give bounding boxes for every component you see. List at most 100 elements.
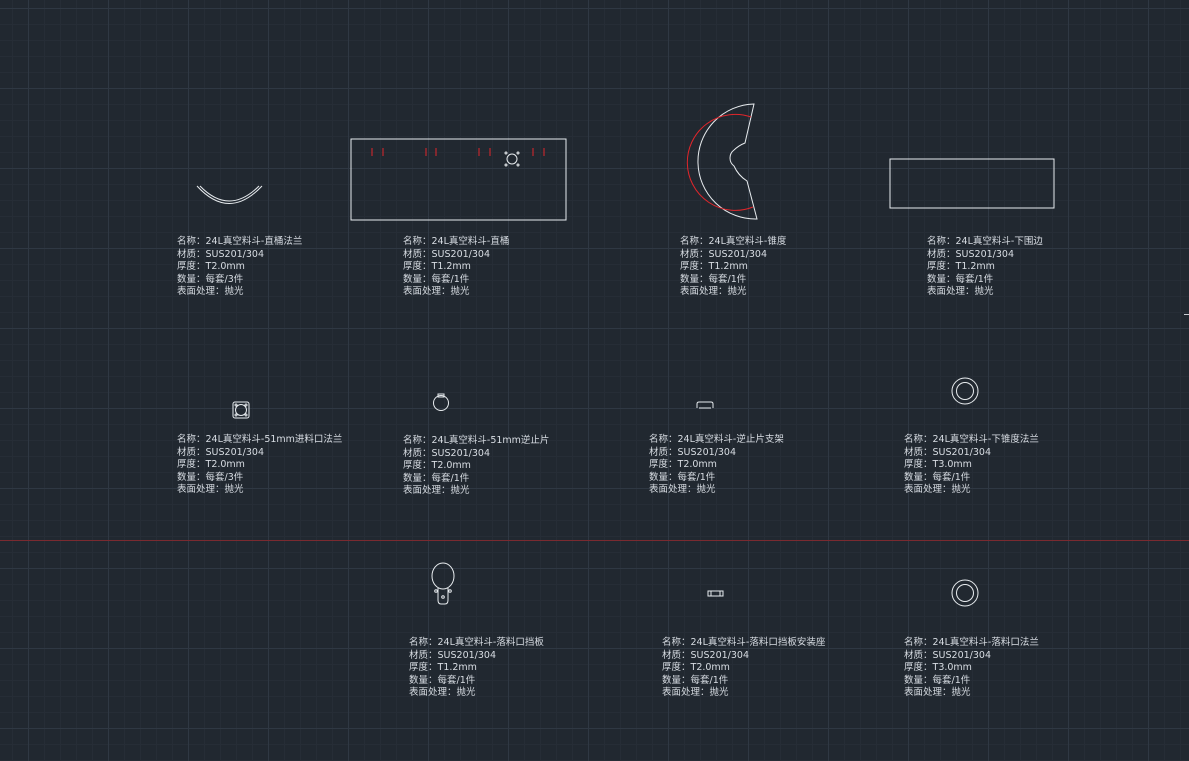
field-label: 材质： xyxy=(904,649,933,661)
field-value: 抛光 xyxy=(951,484,971,495)
field-value: 24L真空料斗-下围边 xyxy=(955,236,1043,247)
part-label-row: 名称：24L真空料斗-51mm进料口法兰 xyxy=(177,434,342,447)
field-label: 数量： xyxy=(403,472,432,484)
field-label: 数量： xyxy=(680,273,709,285)
field-value: 抛光 xyxy=(696,484,716,495)
field-label: 表面处理： xyxy=(177,286,225,297)
part-label[interactable]: 名称：24L真空料斗-落料口挡板安装座 材质：SUS201/304 厚度：T2.… xyxy=(662,637,825,700)
red-axis-line xyxy=(0,540,1189,541)
part-label-row: 厚度：T2.0mm xyxy=(177,261,302,274)
field-label: 名称： xyxy=(177,434,206,445)
field-label: 名称： xyxy=(649,434,678,445)
part-label[interactable]: 名称：24L真空料斗-直桶法兰 材质：SUS201/304 厚度：T2.0mm … xyxy=(177,236,302,299)
part-8-cone-flange-shape[interactable] xyxy=(951,377,979,405)
part-label-row: 表面处理：抛光 xyxy=(927,286,1043,299)
part-label-row: 数量：每套/1件 xyxy=(403,274,509,287)
field-label: 名称： xyxy=(904,434,933,445)
field-label: 材质： xyxy=(904,446,933,458)
field-value: 每套/1件 xyxy=(437,674,476,686)
field-label: 数量： xyxy=(649,471,678,483)
field-value: T2.0mm xyxy=(205,261,245,272)
field-value: 每套/1件 xyxy=(932,674,971,686)
field-value: T2.0mm xyxy=(431,460,471,471)
field-label: 表面处理： xyxy=(649,484,697,495)
part-5-inlet-flange-shape[interactable] xyxy=(232,401,250,419)
part-label-row: 材质：SUS201/304 xyxy=(904,650,1039,663)
part-1-flange-arc-shape[interactable] xyxy=(196,185,263,204)
field-label: 厚度： xyxy=(649,459,678,470)
part-label-row: 表面处理：抛光 xyxy=(662,687,825,700)
part-label-row: 材质：SUS201/304 xyxy=(403,249,509,262)
part-label-row: 名称：24L真空料斗-直桶法兰 xyxy=(177,236,302,249)
field-label: 厚度： xyxy=(927,261,956,272)
part-label-row: 名称：24L真空料斗-落料口法兰 xyxy=(904,637,1039,650)
part-label-row: 材质：SUS201/304 xyxy=(927,249,1043,262)
part-label-row: 名称：24L真空料斗-锥度 xyxy=(680,236,786,249)
part-label-row: 名称：24L真空料斗-51mm逆止片 xyxy=(403,435,549,448)
part-label-row: 表面处理：抛光 xyxy=(403,485,549,498)
field-value: T2.0mm xyxy=(205,459,245,470)
field-label: 厚度： xyxy=(409,662,438,673)
field-label: 名称： xyxy=(680,236,709,247)
part-label[interactable]: 名称：24L真空料斗-落料口挡板 材质：SUS201/304 厚度：T1.2mm… xyxy=(409,637,544,700)
field-label: 数量： xyxy=(409,674,438,686)
field-label: 材质： xyxy=(680,248,709,260)
part-11-discharge-flange-shape[interactable] xyxy=(951,579,979,607)
field-label: 厚度： xyxy=(904,662,933,673)
field-label: 材质： xyxy=(403,248,432,260)
field-value: 每套/3件 xyxy=(205,471,244,483)
field-value: 抛光 xyxy=(709,687,729,698)
part-label-row: 材质：SUS201/304 xyxy=(662,650,825,663)
field-value: 24L真空料斗-51mm进料口法兰 xyxy=(205,434,343,445)
field-value: T1.2mm xyxy=(431,261,471,272)
field-value: SUS201/304 xyxy=(932,649,991,661)
field-value: 抛光 xyxy=(450,286,470,297)
part-label-row: 名称：24L真空料斗-落料口挡板安装座 xyxy=(662,637,825,650)
field-label: 数量： xyxy=(904,674,933,686)
field-label: 名称： xyxy=(403,435,432,446)
field-label: 数量： xyxy=(177,273,206,285)
field-label: 厚度： xyxy=(177,261,206,272)
part-label-row: 数量：每套/1件 xyxy=(649,472,784,485)
part-9-baffle-shape[interactable] xyxy=(431,562,455,605)
field-label: 厚度： xyxy=(177,459,206,470)
field-value: T1.2mm xyxy=(955,261,995,272)
part-label[interactable]: 名称：24L真空料斗-直桶 材质：SUS201/304 厚度：T1.2mm 数量… xyxy=(403,236,509,299)
field-value: T1.2mm xyxy=(708,261,748,272)
part-6-check-plate-shape[interactable] xyxy=(433,393,449,411)
field-value: 抛光 xyxy=(450,485,470,496)
field-label: 表面处理： xyxy=(662,687,710,698)
part-4-rim-shape[interactable] xyxy=(889,158,1055,209)
part-label[interactable]: 名称：24L真空料斗-51mm进料口法兰 材质：SUS201/304 厚度：T2… xyxy=(177,434,342,497)
part-label[interactable]: 名称：24L真空料斗-51mm逆止片 材质：SUS201/304 厚度：T2.0… xyxy=(403,435,549,498)
field-label: 材质： xyxy=(177,248,206,260)
field-label: 材质： xyxy=(177,446,206,458)
part-label-row: 数量：每套/1件 xyxy=(904,472,1039,485)
part-label[interactable]: 名称：24L真空料斗-逆止片支架 材质：SUS201/304 厚度：T2.0mm… xyxy=(649,434,784,497)
field-label: 名称： xyxy=(409,637,438,648)
part-10-baffle-mount-shape[interactable] xyxy=(707,590,724,597)
part-label-row: 厚度：T1.2mm xyxy=(403,261,509,274)
field-value: T3.0mm xyxy=(932,459,972,470)
field-value: T1.2mm xyxy=(437,662,477,673)
field-label: 材质： xyxy=(927,248,956,260)
part-7-bracket-shape[interactable] xyxy=(696,401,714,409)
part-2-barrel-shape[interactable] xyxy=(350,138,567,221)
field-label: 材质： xyxy=(409,649,438,661)
part-3-cone-shape[interactable] xyxy=(686,103,758,220)
part-label[interactable]: 名称：24L真空料斗-落料口法兰 材质：SUS201/304 厚度：T3.0mm… xyxy=(904,637,1039,700)
field-label: 表面处理： xyxy=(409,687,457,698)
part-label[interactable]: 名称：24L真空料斗-下锥度法兰 材质：SUS201/304 厚度：T3.0mm… xyxy=(904,434,1039,497)
crosshair-mark xyxy=(1184,314,1189,315)
part-label-row: 厚度：T1.2mm xyxy=(927,261,1043,274)
part-label-row: 数量：每套/1件 xyxy=(403,473,549,486)
field-value: 每套/1件 xyxy=(677,471,716,483)
part-label-row: 数量：每套/1件 xyxy=(680,274,786,287)
field-label: 表面处理： xyxy=(680,286,728,297)
part-label-row: 名称：24L真空料斗-落料口挡板 xyxy=(409,637,544,650)
part-label[interactable]: 名称：24L真空料斗-下围边 材质：SUS201/304 厚度：T1.2mm 数… xyxy=(927,236,1043,299)
field-value: 24L真空料斗-下锥度法兰 xyxy=(932,434,1039,445)
field-value: 抛光 xyxy=(224,286,244,297)
part-label[interactable]: 名称：24L真空料斗-锥度 材质：SUS201/304 厚度：T1.2mm 数量… xyxy=(680,236,786,299)
